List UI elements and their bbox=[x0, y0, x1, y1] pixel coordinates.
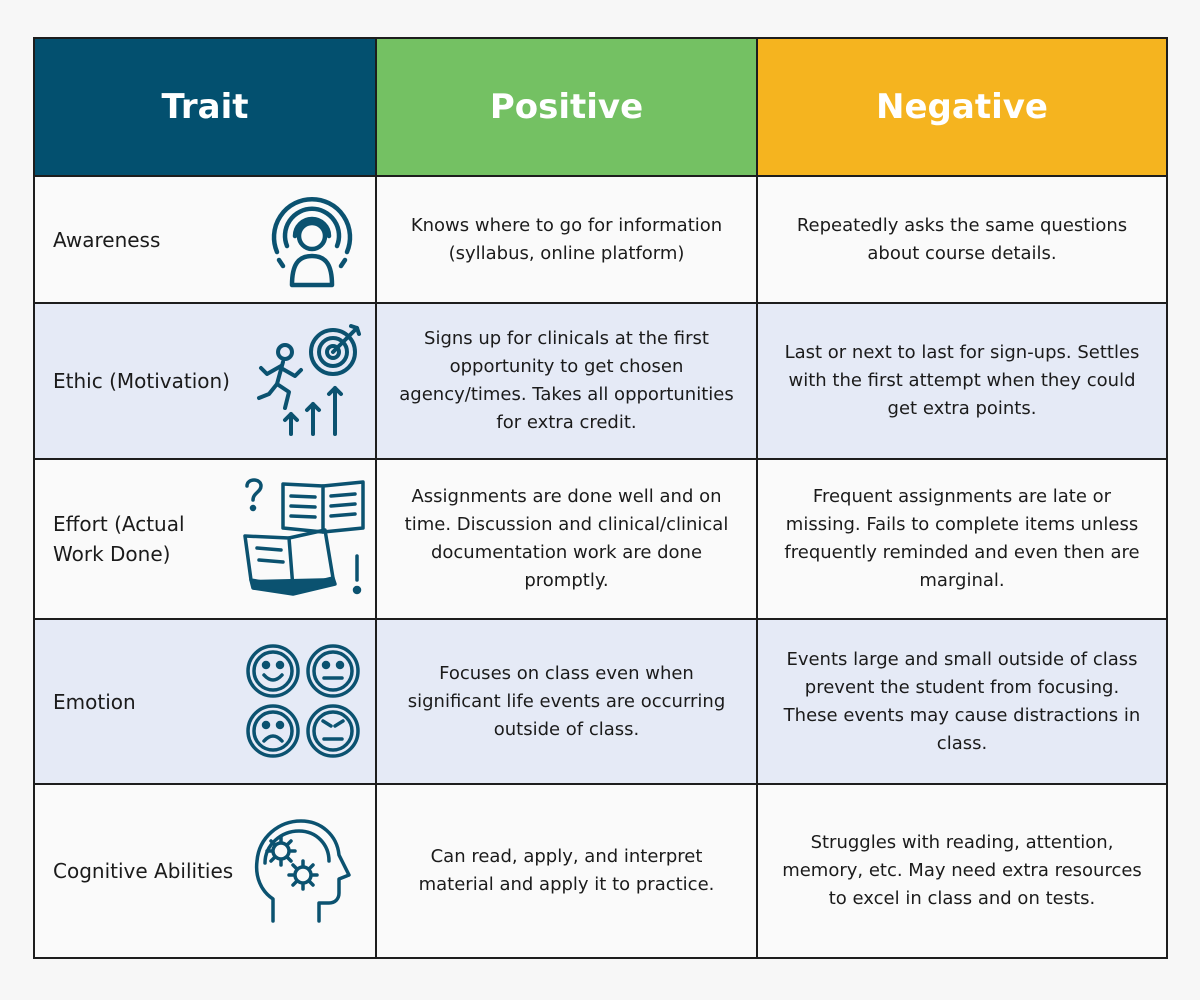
header-positive: Positive bbox=[375, 37, 758, 177]
positive-text: Can read, apply, and interpret material … bbox=[418, 846, 715, 895]
trait-cell: Emotion bbox=[33, 618, 377, 785]
positive-cell: Signs up for clinicals at the first oppo… bbox=[375, 302, 758, 460]
open-books-icon bbox=[239, 476, 369, 602]
negative-text: Struggles with reading, attention, memor… bbox=[782, 832, 1142, 909]
negative-cell: Repeatedly asks the same questions about… bbox=[756, 175, 1168, 304]
negative-cell: Frequent assignments are late or missing… bbox=[756, 458, 1168, 620]
trait-name: Cognitive Abilities bbox=[53, 859, 234, 883]
positive-text: Assignments are done well and on time. D… bbox=[404, 486, 729, 591]
table-row: Awareness Knows where to go for informat… bbox=[33, 175, 1168, 304]
negative-text: Events large and small outside of class … bbox=[783, 648, 1141, 754]
positive-text: Knows where to go for information (sylla… bbox=[410, 214, 723, 264]
header-trait: Trait bbox=[33, 37, 377, 177]
trait-name: Awareness bbox=[53, 227, 161, 252]
positive-cell: Focuses on class even when significant l… bbox=[375, 618, 758, 785]
trait-cell: Ethic (Motivation) bbox=[33, 302, 377, 460]
positive-text: Focuses on class even when significant l… bbox=[407, 662, 726, 740]
person-signal-icon bbox=[265, 190, 365, 290]
positive-cell: Knows where to go for information (sylla… bbox=[375, 175, 758, 304]
trait-name: Emotion bbox=[53, 689, 136, 714]
trait-cell: Effort (Actual Work Done) bbox=[33, 458, 377, 620]
negative-cell: Struggles with reading, attention, memor… bbox=[756, 783, 1168, 959]
table-row: Emotion bbox=[33, 618, 1168, 785]
table-row: Ethic (Motivation) bbox=[33, 302, 1168, 460]
negative-text: Repeatedly asks the same questions about… bbox=[796, 214, 1128, 264]
head-gears-icon bbox=[251, 817, 355, 925]
negative-cell: Events large and small outside of class … bbox=[756, 618, 1168, 785]
trait-name: Effort (Actual Work Done) bbox=[53, 512, 185, 566]
positive-cell: Can read, apply, and interpret material … bbox=[375, 783, 758, 959]
runner-target-icon bbox=[249, 322, 367, 440]
positive-text: Signs up for clinicals at the first oppo… bbox=[399, 328, 734, 433]
emotion-faces-icon bbox=[245, 643, 363, 761]
header-row: Trait Positive Negative bbox=[33, 37, 1168, 177]
negative-cell: Last or next to last for sign-ups. Settl… bbox=[756, 302, 1168, 460]
negative-text: Frequent assignments are late or missing… bbox=[784, 486, 1140, 591]
traits-table-container: Trait Positive Negative Awareness bbox=[33, 37, 1168, 960]
table-row: Cognitive Abilities Can read, apply, and… bbox=[33, 783, 1168, 959]
positive-cell: Assignments are done well and on time. D… bbox=[375, 458, 758, 620]
trait-cell: Awareness bbox=[33, 175, 377, 304]
header-negative: Negative bbox=[756, 37, 1168, 177]
trait-name: Ethic (Motivation) bbox=[53, 369, 230, 393]
negative-text: Last or next to last for sign-ups. Settl… bbox=[784, 342, 1140, 419]
table-row: Effort (Actual Work Done) bbox=[33, 458, 1168, 620]
trait-cell: Cognitive Abilities bbox=[33, 783, 377, 959]
traits-table: Trait Positive Negative Awareness bbox=[33, 37, 1168, 959]
